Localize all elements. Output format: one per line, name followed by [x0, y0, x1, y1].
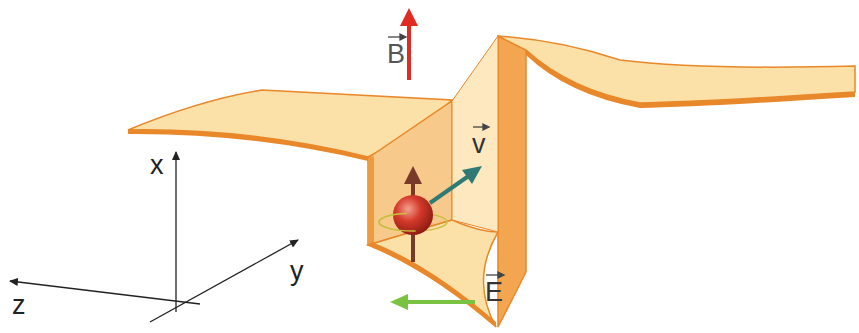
spin-particle: [379, 166, 447, 262]
field-label: B: [387, 41, 405, 68]
electric-field-arrow: [390, 294, 475, 310]
axis-label: z: [12, 292, 26, 319]
axis-label: x: [150, 152, 164, 179]
field-label: E: [485, 279, 503, 306]
axis-label: y: [290, 258, 304, 285]
well-floor: [368, 220, 498, 327]
velocity-arrow: [430, 166, 482, 203]
vector-accents: [388, 34, 504, 278]
right-plateau: [498, 36, 855, 108]
velocity-label: v: [472, 131, 486, 158]
coordinate-axes: [10, 152, 298, 322]
